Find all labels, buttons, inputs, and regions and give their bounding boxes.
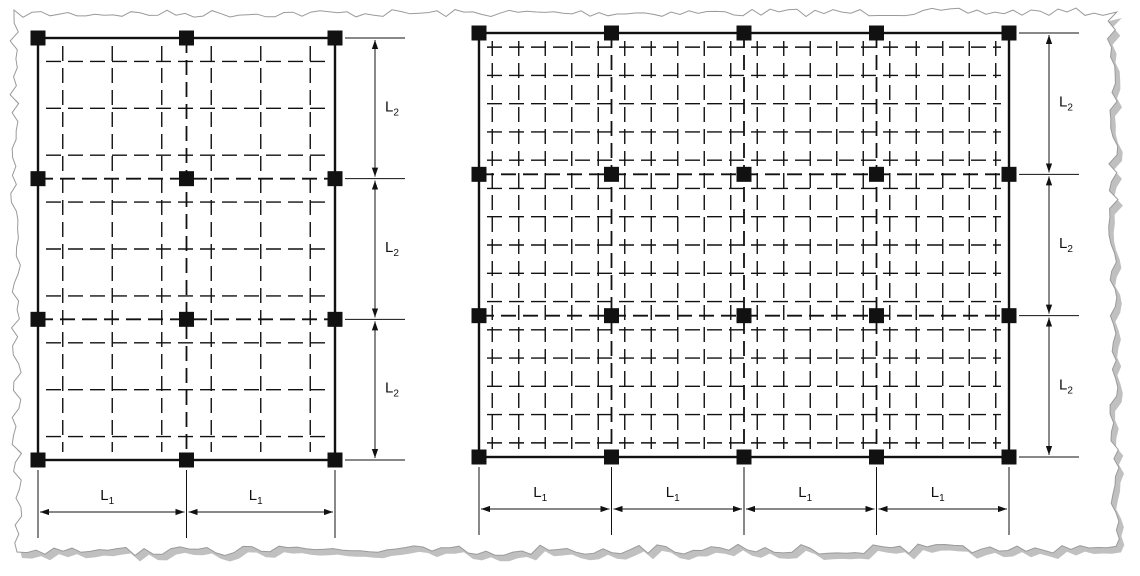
column-square bbox=[471, 308, 487, 324]
dimension-label-l1-subscript: 1 bbox=[257, 496, 263, 507]
column-square bbox=[736, 308, 752, 324]
column-square bbox=[327, 171, 343, 187]
column-square bbox=[1001, 308, 1017, 324]
dimension-label-l1-subscript: 1 bbox=[109, 496, 115, 507]
column-square bbox=[30, 311, 46, 327]
column-square bbox=[30, 171, 46, 187]
paper-sheet bbox=[9, 7, 1120, 557]
dimension-label-l2-subscript: 2 bbox=[393, 389, 399, 400]
column-square bbox=[869, 308, 884, 324]
column-square bbox=[327, 30, 343, 46]
column-square bbox=[869, 449, 884, 465]
dimension-label-l2-subscript: 2 bbox=[393, 248, 399, 259]
column-square bbox=[604, 308, 619, 324]
torn-paper bbox=[9, 7, 1125, 562]
column-square bbox=[179, 171, 194, 187]
column-square bbox=[179, 311, 194, 327]
right-columns bbox=[471, 25, 1017, 465]
column-square bbox=[604, 166, 619, 182]
column-square bbox=[1001, 449, 1017, 465]
column-square bbox=[604, 25, 619, 41]
left-columns bbox=[30, 30, 343, 468]
column-square bbox=[471, 449, 487, 465]
column-square bbox=[30, 30, 46, 46]
dimension-label-l1-subscript: 1 bbox=[542, 493, 548, 504]
column-square bbox=[736, 166, 752, 182]
column-square bbox=[327, 311, 343, 327]
left-strip-grid bbox=[38, 38, 335, 460]
column-square bbox=[1001, 25, 1017, 41]
column-square bbox=[736, 449, 752, 465]
column-square bbox=[604, 449, 619, 465]
dimension-label-l2-subscript: 2 bbox=[1067, 385, 1073, 396]
dimension-label-l1-subscript: 1 bbox=[807, 493, 813, 504]
column-square bbox=[327, 452, 343, 468]
column-square bbox=[179, 452, 194, 468]
dimension-label-l2-subscript: 2 bbox=[393, 107, 399, 118]
dimension-label-l2-subscript: 2 bbox=[1067, 244, 1073, 255]
column-square bbox=[869, 25, 884, 41]
column-square bbox=[471, 25, 487, 41]
column-square bbox=[869, 166, 884, 182]
dimension-label-l2-subscript: 2 bbox=[1067, 103, 1073, 114]
dimension-label-l1-subscript: 1 bbox=[939, 493, 945, 504]
column-square bbox=[1001, 166, 1017, 182]
column-square bbox=[471, 166, 487, 182]
dimension-label-l1-subscript: 1 bbox=[674, 493, 680, 504]
column-square bbox=[30, 452, 46, 468]
right-strip-grid bbox=[479, 33, 1009, 457]
column-square bbox=[736, 25, 752, 41]
column-square bbox=[179, 30, 194, 46]
